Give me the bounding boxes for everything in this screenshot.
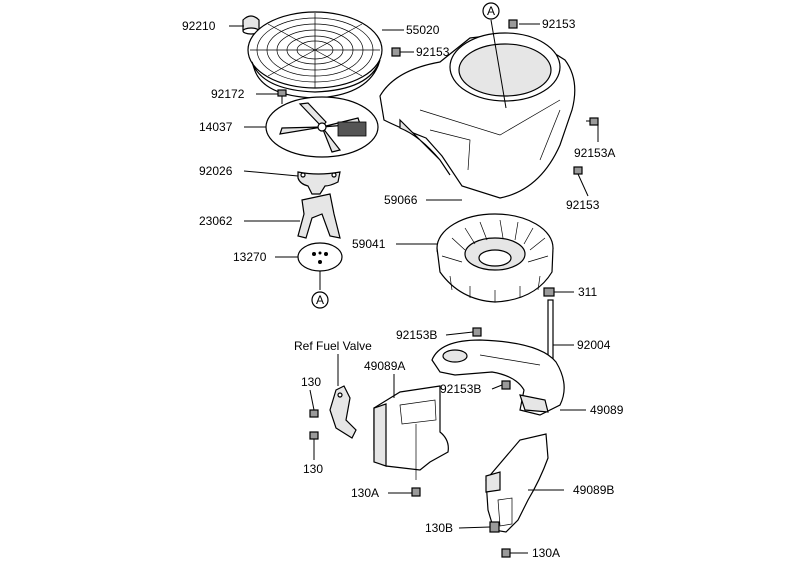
disc-13270 (297, 242, 343, 272)
plate-14037 (265, 96, 379, 158)
label-49089B: 49089B (573, 483, 614, 497)
fan-59041 (436, 213, 554, 303)
label-ref-fuel-valve: Ref Fuel Valve (294, 339, 372, 353)
label-92153-right: 92153 (566, 198, 600, 212)
label-130B: 130B (425, 521, 453, 535)
label-49089: 49089 (590, 403, 624, 417)
label-92153-top: 92153 (542, 17, 576, 31)
screw-92153A (586, 117, 599, 126)
screen-55020 (247, 11, 383, 99)
label-311: 311 (578, 285, 597, 299)
bracket-23062 (297, 193, 341, 239)
bracket-92026 (297, 171, 341, 195)
label-92153A: 92153A (574, 146, 615, 160)
reference-marker-bottom: A (311, 291, 329, 309)
screw-92172 (277, 89, 287, 104)
leader-lines (229, 19, 599, 554)
screw-92153B-b (501, 380, 511, 390)
label-49089A: 49089A (364, 359, 405, 373)
screw-92153-mid (391, 47, 401, 57)
nut-311 (543, 287, 555, 297)
label-23062: 23062 (199, 214, 233, 228)
screw-130A-b (501, 548, 511, 558)
label-92153B-b: 92153B (440, 382, 481, 396)
label-92026: 92026 (199, 164, 233, 178)
screw-92153-right (573, 166, 583, 175)
marker-bottom-letter: A (316, 293, 324, 307)
screw-92153B-a (472, 327, 482, 337)
label-14037: 14037 (199, 120, 233, 134)
cover-49089A (373, 385, 449, 480)
label-92153B-a: 92153B (396, 328, 437, 342)
reference-marker-top: A (482, 2, 500, 20)
stud-92004 (547, 299, 554, 361)
marker-top-letter: A (487, 4, 495, 18)
label-55020: 55020 (406, 23, 440, 37)
label-59066: 59066 (384, 193, 418, 207)
screw-130-b (309, 431, 319, 440)
label-92004: 92004 (577, 338, 611, 352)
label-130-b: 130 (303, 462, 323, 476)
label-130A-b: 130A (532, 546, 560, 560)
screw-130-a (309, 409, 319, 418)
label-92153-mid: 92153 (416, 45, 450, 59)
fan-housing-59066 (379, 32, 576, 199)
label-92210: 92210 (182, 19, 216, 33)
label-130-a: 130 (301, 375, 321, 389)
screw-130B (489, 521, 500, 533)
cover-49089B (485, 433, 549, 533)
screw-92153-top (508, 19, 518, 29)
label-92172: 92172 (211, 87, 245, 101)
label-59041: 59041 (352, 237, 386, 251)
label-13270: 13270 (233, 250, 267, 264)
label-130A-a: 130A (351, 486, 379, 500)
fuel-valve-bracket (329, 385, 357, 439)
screw-130A-a (411, 487, 421, 497)
shroud-49089 (431, 339, 565, 416)
